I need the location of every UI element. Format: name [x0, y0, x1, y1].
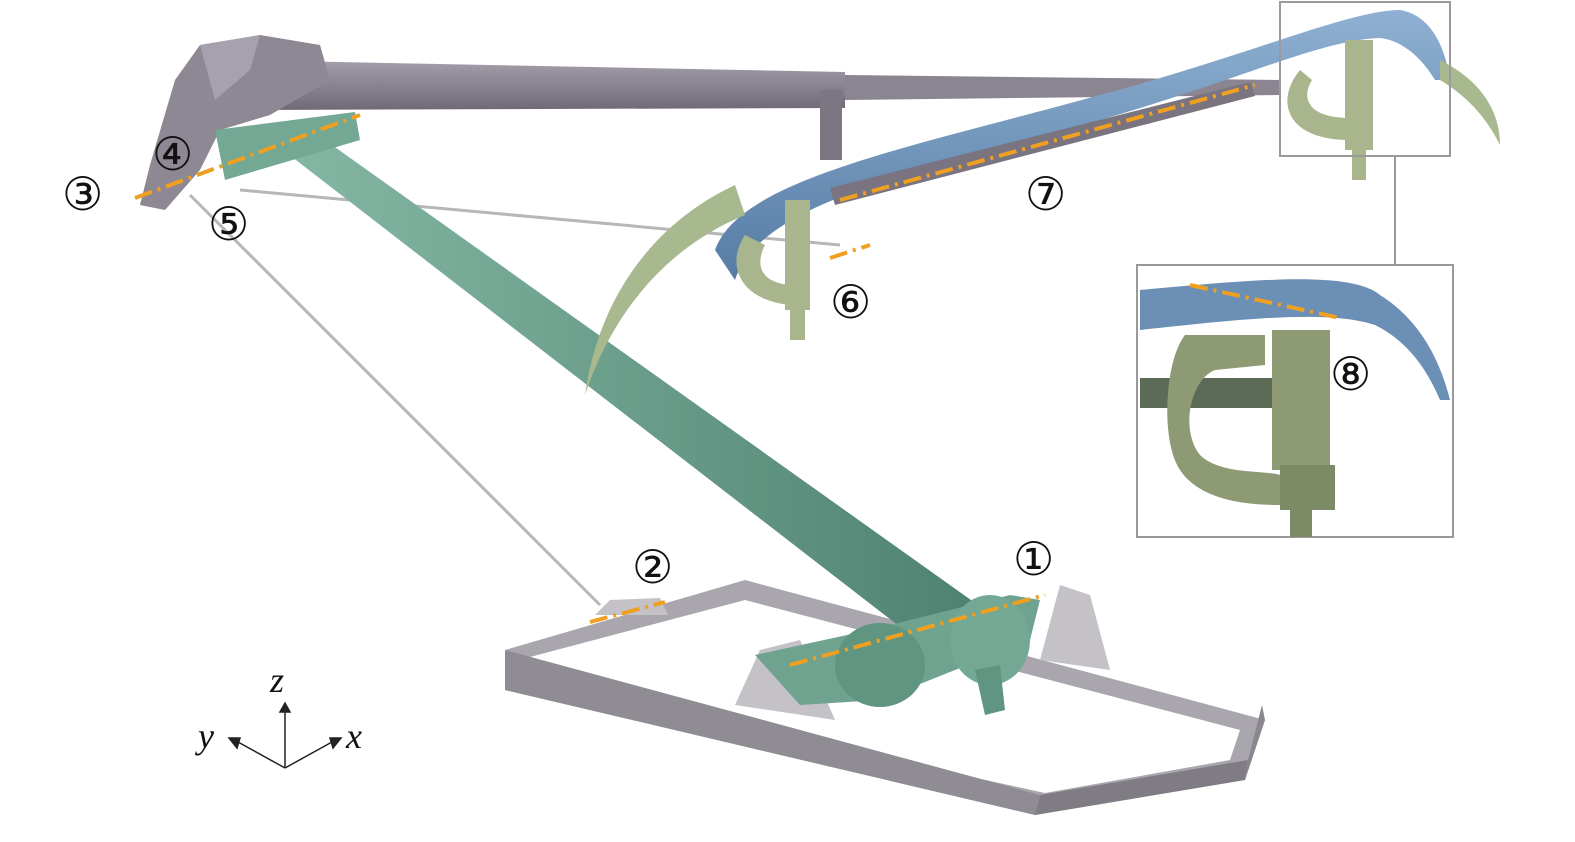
joint-axis-7 [839, 83, 1256, 202]
joint-axis-upper [134, 113, 361, 200]
detail-damper [1272, 330, 1330, 470]
axis-label-x: x [345, 716, 362, 756]
contact-strip [715, 10, 1450, 280]
detail-bracket [1167, 335, 1280, 505]
axis-label-y: y [195, 716, 214, 756]
joint-axis-2 [589, 600, 666, 624]
y-axis-arrow [227, 737, 242, 750]
joint-label-3: ③ [62, 167, 103, 221]
joint-label-8: ⑧ [1330, 347, 1371, 401]
joint-label-7: ⑦ [1025, 167, 1066, 221]
axis-triad-icon [227, 701, 343, 769]
y-axis-line [237, 741, 286, 769]
horn-right [1440, 60, 1500, 145]
joint-axis-6 [829, 243, 871, 260]
detail-shaft [1140, 378, 1280, 408]
detail-inset [1136, 1, 1454, 538]
joint-axes [134, 83, 1256, 667]
joint-label-6: ⑥ [830, 275, 871, 329]
head-bracket-left [736, 200, 810, 340]
joint-axis-8 [1189, 283, 1341, 320]
base-bracket-right [1040, 585, 1110, 670]
lower-tie-rod [188, 193, 602, 607]
x-axis-line [284, 741, 333, 769]
horn-left [585, 185, 745, 395]
base-bracket-rod [595, 598, 668, 615]
head-bracket-right [1287, 40, 1373, 180]
joint-axis-1 [789, 593, 1046, 667]
joint-label-5: ⑤ [208, 197, 249, 251]
detail-strip [1140, 279, 1450, 400]
detail-clamp [1280, 465, 1335, 510]
detail-pin [1290, 505, 1312, 537]
joint-label-4: ④ [152, 127, 193, 181]
axis-label-z: z [269, 660, 284, 700]
joint-label-1: ① [1013, 532, 1054, 586]
z-axis-arrow [278, 701, 292, 713]
detail-source-box [1279, 1, 1451, 157]
joint-label-2: ② [632, 540, 673, 594]
x-axis-arrow [328, 737, 343, 750]
joint-labels: ① ② ③ ④ ⑤ ⑥ ⑦ ⑧ [62, 127, 1371, 594]
